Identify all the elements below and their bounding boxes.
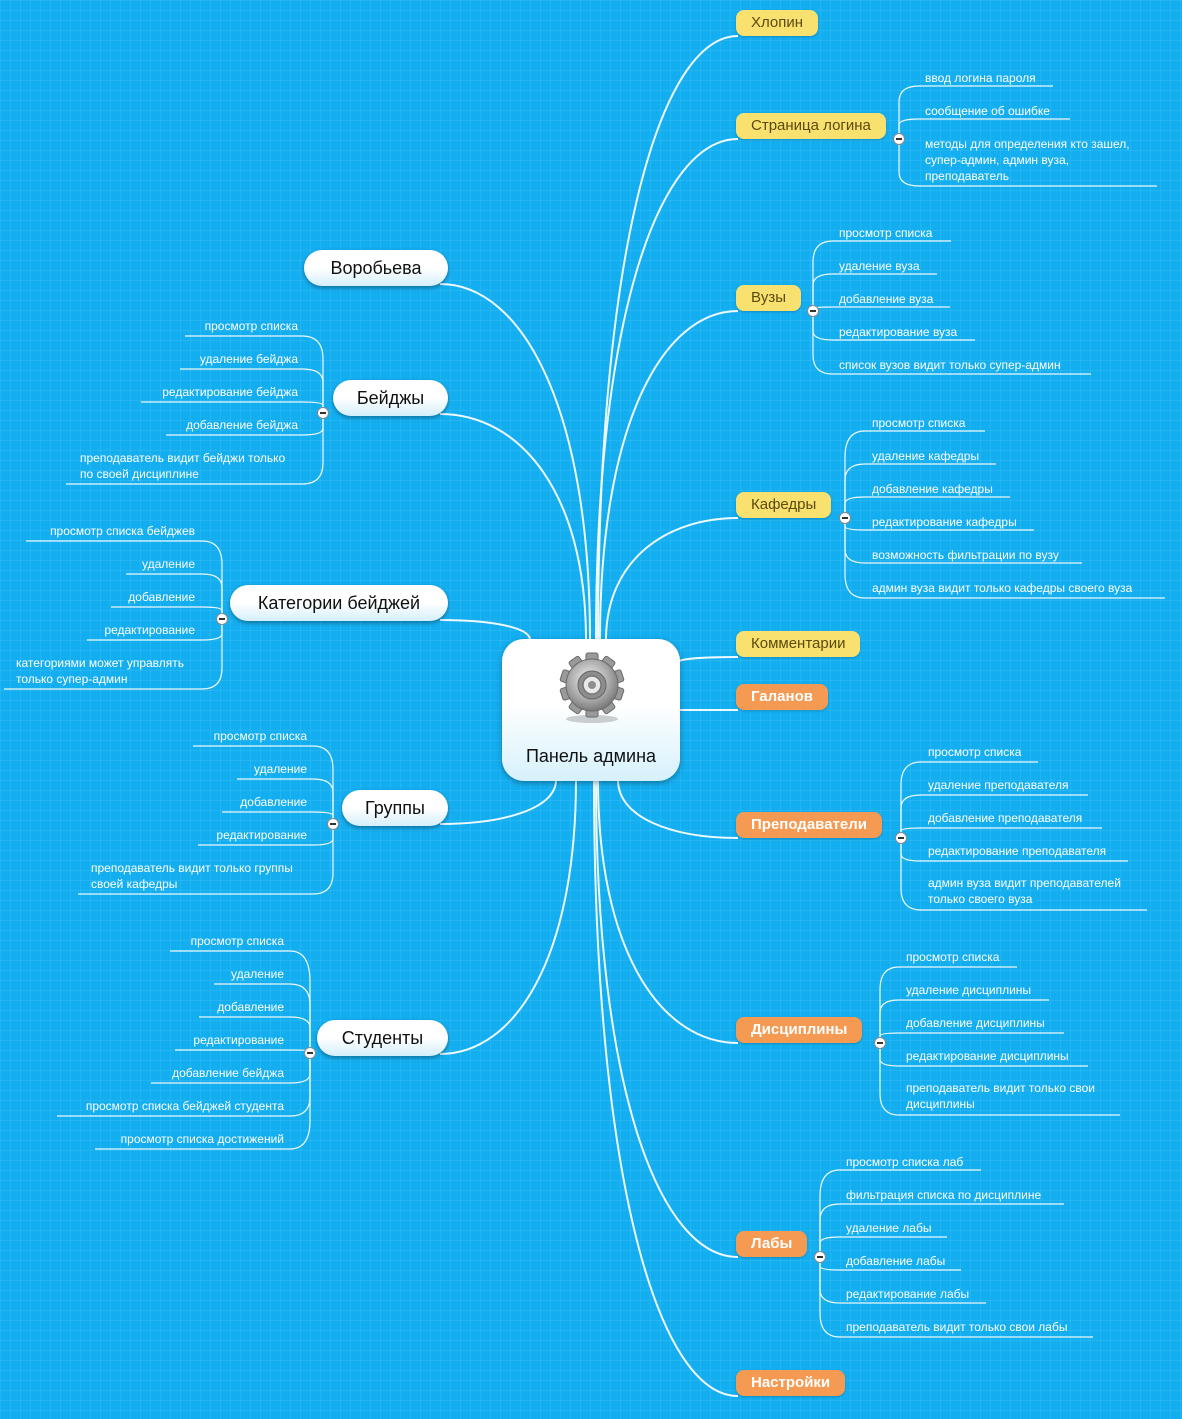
- subtopic-item[interactable]: добавление бейджа: [172, 1066, 284, 1080]
- subtopic-item[interactable]: добавление кафедры: [872, 482, 993, 496]
- subtopic-item[interactable]: добавление бейджа: [186, 418, 298, 432]
- subtopic-item[interactable]: просмотр списка: [190, 934, 284, 948]
- topic-label: Категории бейджей: [257, 593, 421, 613]
- subtopic-item[interactable]: редактирование вуза: [839, 325, 958, 339]
- collapse-button[interactable]: [807, 305, 819, 317]
- subtopic-item[interactable]: просмотр списка лаб: [846, 1155, 964, 1169]
- subtopic-item[interactable]: редактирование бейджа: [162, 385, 298, 399]
- topic-labs[interactable]: Лабы: [736, 1231, 808, 1257]
- collapse-button[interactable]: [893, 133, 905, 145]
- topic-label: Бейджы: [356, 388, 425, 408]
- topic-label: Студенты: [341, 1028, 424, 1048]
- central-topic-label: Панель админа: [525, 746, 657, 766]
- topic-label: Воробьева: [330, 258, 422, 278]
- topic-settings[interactable]: Настройки: [736, 1370, 846, 1396]
- subtopic-item[interactable]: редактирование дисциплины: [906, 1049, 1069, 1063]
- topic-departments[interactable]: Кафедры: [736, 492, 832, 518]
- topic-label: Группы: [365, 798, 425, 818]
- topic-label: Дисциплины: [751, 1021, 848, 1038]
- subtopic-item[interactable]: просмотр списка достижений: [120, 1132, 284, 1146]
- subtopic-item[interactable]: список вузов видит только супер-админ: [839, 358, 1061, 372]
- subtopic-item[interactable]: добавление вуза: [839, 292, 934, 306]
- subtopic-item[interactable]: удаление вуза: [839, 259, 920, 273]
- subtopic-item[interactable]: редактирование: [193, 1033, 284, 1047]
- subtopic-item[interactable]: преподаватель видит только группы своей …: [91, 861, 293, 891]
- topic-disciplines[interactable]: Дисциплины: [736, 1017, 863, 1043]
- subtopic-item[interactable]: удаление бейджа: [199, 352, 298, 366]
- topic-badge-categories[interactable]: Категории бейджей: [230, 585, 448, 621]
- subtopic-item[interactable]: редактирование: [104, 623, 195, 637]
- topic-groups[interactable]: Группы: [342, 790, 448, 826]
- topic-comments[interactable]: Комментарии: [736, 631, 861, 657]
- subtopic-item[interactable]: преподаватель видит только свои дисципли…: [906, 1081, 1095, 1111]
- topic-label: Страница логина: [751, 117, 871, 134]
- topic-students[interactable]: Студенты: [317, 1020, 448, 1056]
- subtopic-item[interactable]: добавление лабы: [846, 1254, 946, 1268]
- subtopic-item[interactable]: просмотр списка: [872, 416, 966, 430]
- topic-label: Настройки: [751, 1374, 831, 1391]
- subtopic-item[interactable]: сообщение об ошибке: [925, 104, 1050, 118]
- topic-label: Вузы: [751, 289, 786, 306]
- subtopic-item[interactable]: удаление преподавателя: [928, 778, 1069, 792]
- collapse-button[interactable]: [874, 1037, 886, 1049]
- subtopic-item[interactable]: редактирование: [216, 828, 307, 842]
- collapse-button[interactable]: [839, 512, 851, 524]
- topic-badges[interactable]: Бейджы: [333, 380, 448, 416]
- subtopic-item[interactable]: просмотр списка: [213, 729, 307, 743]
- subtopic-item[interactable]: просмотр списка бейджей студента: [85, 1099, 284, 1113]
- subtopic-item[interactable]: добавление дисциплины: [906, 1016, 1045, 1030]
- topic-label: Комментарии: [751, 635, 846, 652]
- subtopic-item[interactable]: редактирование лабы: [846, 1287, 970, 1301]
- topic-vorobyeva[interactable]: Воробьева: [304, 250, 448, 286]
- subtopic-item[interactable]: просмотр списка бейджев: [50, 524, 195, 538]
- collapse-button[interactable]: [895, 832, 907, 844]
- subtopic-item[interactable]: возможность фильтрации по вузу: [872, 548, 1059, 562]
- subtopic-item[interactable]: добавление: [240, 795, 307, 809]
- subtopic-item[interactable]: удаление дисциплины: [906, 983, 1032, 997]
- subtopic-item[interactable]: просмотр списка: [928, 745, 1022, 759]
- topic-label: Хлопин: [751, 14, 804, 31]
- topic-teachers[interactable]: Преподаватели: [736, 812, 882, 838]
- subtopic-item[interactable]: удаление лабы: [846, 1221, 932, 1235]
- subtopic-item[interactable]: преподаватель видит только свои лабы: [846, 1320, 1068, 1334]
- subtopic-item[interactable]: фильтрация списка по дисциплине: [846, 1188, 1042, 1202]
- collapse-button[interactable]: [317, 407, 329, 419]
- subtopic-item[interactable]: удаление кафедры: [872, 449, 980, 463]
- gear-icon: [559, 652, 625, 723]
- central-topic[interactable]: Панель админа: [502, 639, 680, 781]
- subtopic-item[interactable]: категориями может управлять только супер…: [16, 656, 185, 686]
- collapse-button[interactable]: [814, 1251, 826, 1263]
- subtopic-item[interactable]: редактирование преподавателя: [928, 844, 1107, 858]
- subtopic-item[interactable]: преподаватель видит бейджи только по сво…: [80, 451, 286, 481]
- subtopic-item[interactable]: ввод логина пароля: [925, 71, 1036, 85]
- topic-galanov[interactable]: Галанов: [736, 684, 828, 710]
- subtopic-item[interactable]: редактирование кафедры: [872, 515, 1017, 529]
- topic-label: Лабы: [751, 1235, 793, 1252]
- subtopic-item[interactable]: удаление: [254, 762, 307, 776]
- subtopic-item[interactable]: просмотр списка: [204, 319, 298, 333]
- subtopic-item[interactable]: админ вуза видит преподавателей только с…: [928, 876, 1121, 906]
- subtopic-item[interactable]: админ вуза видит только кафедры своего в…: [872, 581, 1133, 595]
- subtopic-item[interactable]: добавление: [128, 590, 195, 604]
- topic-label: Галанов: [751, 688, 813, 705]
- subtopic-item[interactable]: просмотр списка: [906, 950, 1000, 964]
- collapse-button[interactable]: [216, 613, 228, 625]
- subtopic-item[interactable]: просмотр списка: [839, 226, 933, 240]
- topic-login-page[interactable]: Страница логина: [736, 113, 886, 139]
- collapse-button[interactable]: [327, 818, 339, 830]
- subtopic-item[interactable]: удаление: [231, 967, 284, 981]
- subtopic-item[interactable]: добавление преподавателя: [928, 811, 1083, 825]
- topic-khlopin[interactable]: Хлопин: [736, 10, 819, 36]
- topic-label: Преподаватели: [751, 816, 867, 833]
- collapse-button[interactable]: [304, 1047, 316, 1059]
- subtopic-item[interactable]: удаление: [142, 557, 195, 571]
- topic-label: Кафедры: [751, 496, 817, 513]
- subtopic-item[interactable]: методы для определения кто зашел, супер-…: [925, 137, 1130, 183]
- topic-universities[interactable]: Вузы: [736, 285, 801, 311]
- subtopic-item[interactable]: добавление: [217, 1000, 284, 1014]
